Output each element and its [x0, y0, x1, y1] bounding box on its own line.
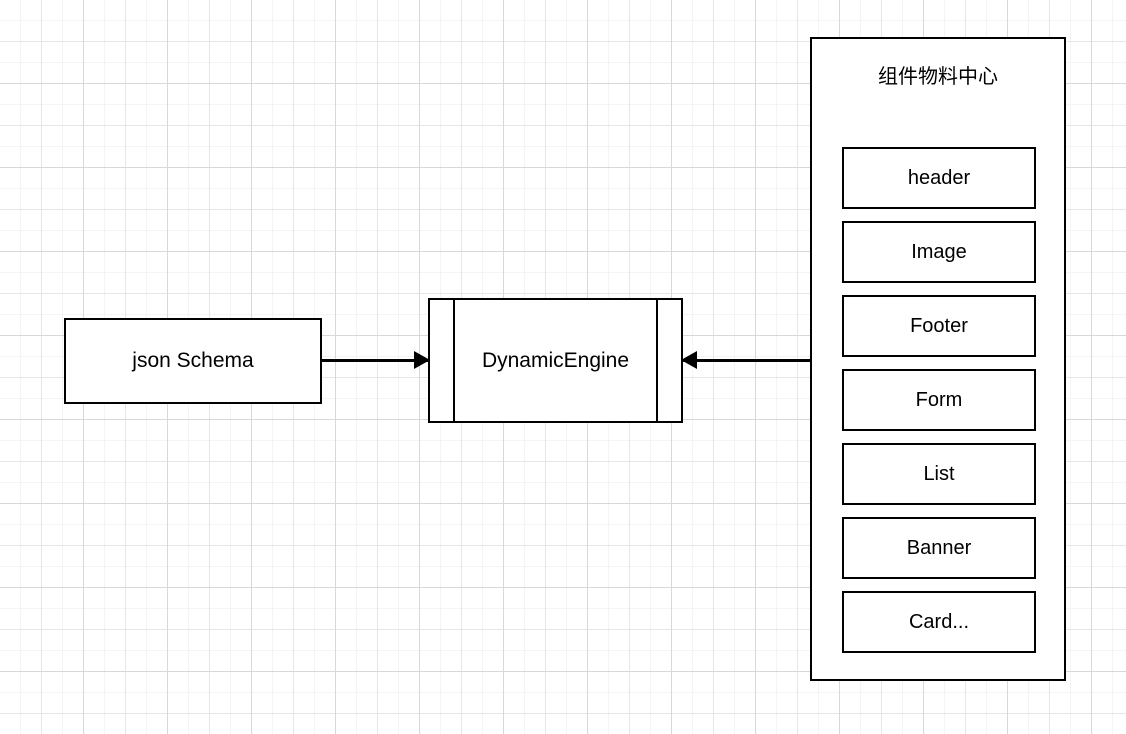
node-json-schema-label: json Schema: [132, 349, 254, 372]
arrow-right-icon: [414, 351, 430, 369]
component-item-label: Banner: [906, 536, 972, 559]
component-center-title: 组件物料中心: [878, 66, 998, 88]
node-component-center[interactable]: 组件物料中心 header Image Footer Form List Ban…: [810, 37, 1066, 681]
edge-component-center-to-dynamic-engine: [683, 359, 811, 362]
component-item-image[interactable]: Image: [842, 221, 1036, 283]
component-divider-left-icon: [453, 298, 455, 423]
component-item-header[interactable]: header: [842, 147, 1036, 209]
component-item-label: Footer: [910, 314, 968, 337]
arrow-left-icon: [681, 351, 697, 369]
component-item-label: List: [923, 462, 955, 485]
node-dynamic-engine-label: DynamicEngine: [481, 349, 630, 372]
node-json-schema[interactable]: json Schema: [64, 318, 322, 404]
component-item-label: Image: [911, 240, 967, 263]
component-divider-right-icon: [656, 298, 658, 423]
component-item-footer[interactable]: Footer: [842, 295, 1036, 357]
edge-json-schema-to-dynamic-engine: [322, 359, 432, 362]
component-item-list[interactable]: List: [842, 443, 1036, 505]
node-dynamic-engine[interactable]: DynamicEngine: [428, 298, 683, 423]
component-item-label: header: [907, 166, 971, 189]
component-item-card[interactable]: Card...: [842, 591, 1036, 653]
component-list: header Image Footer Form List Banner Car…: [842, 147, 1036, 653]
component-item-form[interactable]: Form: [842, 369, 1036, 431]
component-item-label: Form: [915, 388, 963, 411]
component-item-banner[interactable]: Banner: [842, 517, 1036, 579]
component-item-label: Card...: [908, 610, 970, 633]
